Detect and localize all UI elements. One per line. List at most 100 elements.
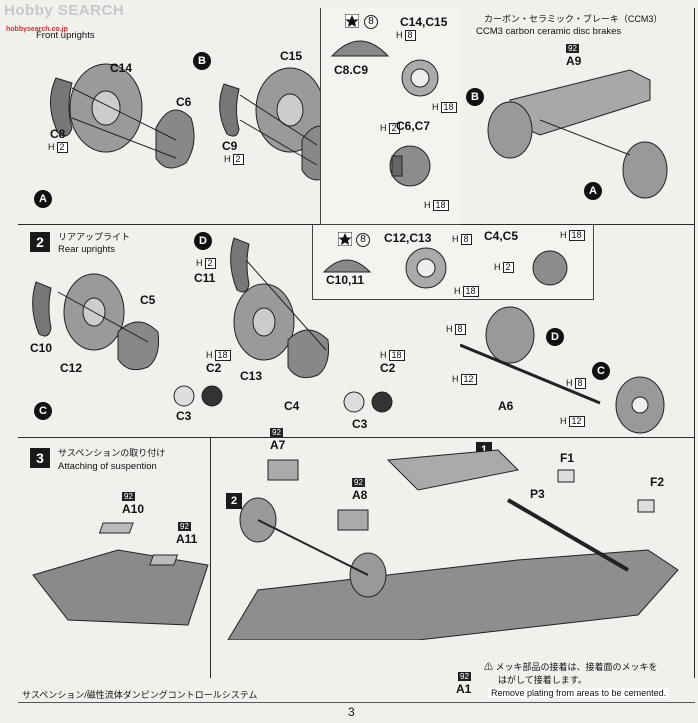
label-c8: C8 xyxy=(50,127,66,141)
warning-jp-line1: ⚠ メッキ部品の接着は、接着面のメッキを xyxy=(484,660,658,673)
upright-part-c6c7 xyxy=(389,145,431,187)
label-c8c9: C8.C9 xyxy=(334,63,369,77)
brace-a11 xyxy=(149,554,179,566)
label-c14: C14 xyxy=(110,61,133,75)
tag-a11: 92 xyxy=(178,522,191,531)
caliper-part-c1011 xyxy=(322,259,372,273)
rear-upright-drawing-d xyxy=(230,237,329,379)
brace-a10 xyxy=(98,522,134,534)
label-f1: F1 xyxy=(560,451,575,465)
step2-title-en: Rear uprights xyxy=(58,244,116,255)
caliper-c10 xyxy=(32,281,52,337)
label-c9: C9 xyxy=(222,139,238,153)
label-c13: C13 xyxy=(240,369,263,383)
label-c15: C15 xyxy=(280,49,303,63)
ccm-title-jp: カーボン・セラミック・ブレーキ（CCM3） xyxy=(484,14,663,24)
marker-d: D xyxy=(194,232,212,250)
ccm-title-en: CCM3 carbon ceramic disc brakes xyxy=(476,26,622,37)
label-c3b: C3 xyxy=(352,417,368,431)
caliper-part-c8c9 xyxy=(330,40,390,57)
paint-ref-8b: 8 xyxy=(356,233,370,247)
label-a1: A1 xyxy=(456,682,472,696)
step3-title-jp: サスペンションの取り付け xyxy=(58,448,166,458)
divider-vertical-step3 xyxy=(210,438,211,678)
label-a7: A7 xyxy=(270,438,286,452)
rear-disc-d xyxy=(485,306,535,364)
label-a9: A9 xyxy=(566,54,582,68)
warning-en: Remove plating from areas to be cemented… xyxy=(488,688,670,698)
footer-rule xyxy=(18,702,695,703)
divider-horizontal-2 xyxy=(18,437,695,438)
tag-a1: 92 xyxy=(458,672,471,681)
label-a11: A11 xyxy=(176,532,198,546)
step1-detail-inset xyxy=(320,8,461,225)
label-c12c13: C12,C13 xyxy=(384,231,432,245)
undertray-drawing xyxy=(32,522,209,626)
front-subframe xyxy=(386,449,520,491)
caliper-c11 xyxy=(230,237,250,293)
rotor-part xyxy=(401,59,439,97)
wheel-hub-parts-b xyxy=(343,391,393,413)
label-c12: C12 xyxy=(60,361,83,375)
label-c4c5: C4,C5 xyxy=(484,229,519,243)
marker-rear-c: C xyxy=(592,362,610,380)
rear-axle-drawing xyxy=(460,306,665,434)
driveshaft-a6 xyxy=(460,343,601,405)
rod-p3 xyxy=(506,498,630,572)
warning-text-jp1: メッキ部品の接着は、接着面のメッキを xyxy=(495,662,658,672)
label-c3: C3 xyxy=(176,409,192,423)
label-c4: C4 xyxy=(284,399,300,413)
rotor-part-2 xyxy=(405,247,447,289)
disc-b xyxy=(487,101,533,159)
rear-upright-drawing-c xyxy=(32,273,159,371)
ref-step2: 2 xyxy=(226,493,242,509)
label-a8: A8 xyxy=(352,488,368,502)
upright-c5 xyxy=(117,321,159,371)
label-c11: C11 xyxy=(194,271,216,285)
label-c2: C2 xyxy=(206,361,222,375)
marker-a: A xyxy=(34,190,52,208)
footer-jp: サスペンション/磁性流体ダンピングコントロールシステム xyxy=(22,690,258,700)
warning-jp-line2: はがして接着します。 xyxy=(498,675,587,685)
label-c14c15: C14,C15 xyxy=(400,15,448,29)
label-c10: C10 xyxy=(30,341,53,355)
front-axle-assembly-drawing xyxy=(487,69,668,199)
mount-a8 xyxy=(337,509,369,531)
star-icon xyxy=(345,14,359,28)
upright-part-c4c5 xyxy=(532,250,568,286)
tag-a10: 92 xyxy=(122,492,135,501)
front-upright-drawing-a xyxy=(50,63,195,169)
step1-title-en: Front uprights xyxy=(36,30,95,41)
label-c2b: C2 xyxy=(380,361,396,375)
disc-a xyxy=(622,141,668,199)
label-p3: P3 xyxy=(530,487,545,501)
marker-ccm-b: B xyxy=(466,88,484,106)
tag-a7: 92 xyxy=(270,428,283,437)
divider-right-edge xyxy=(694,8,695,678)
step2-number: 2 xyxy=(30,232,50,252)
part-f1 xyxy=(557,469,575,483)
watermark: Hobby SEARCH xyxy=(4,2,125,19)
star-icon-2 xyxy=(338,232,352,246)
step3-title-en: Attaching of suspention xyxy=(58,461,157,472)
chassis-assembly-drawing xyxy=(227,449,679,640)
label-a6: A6 xyxy=(498,399,514,413)
undertray-panel xyxy=(32,549,209,626)
part-f2 xyxy=(637,499,655,513)
